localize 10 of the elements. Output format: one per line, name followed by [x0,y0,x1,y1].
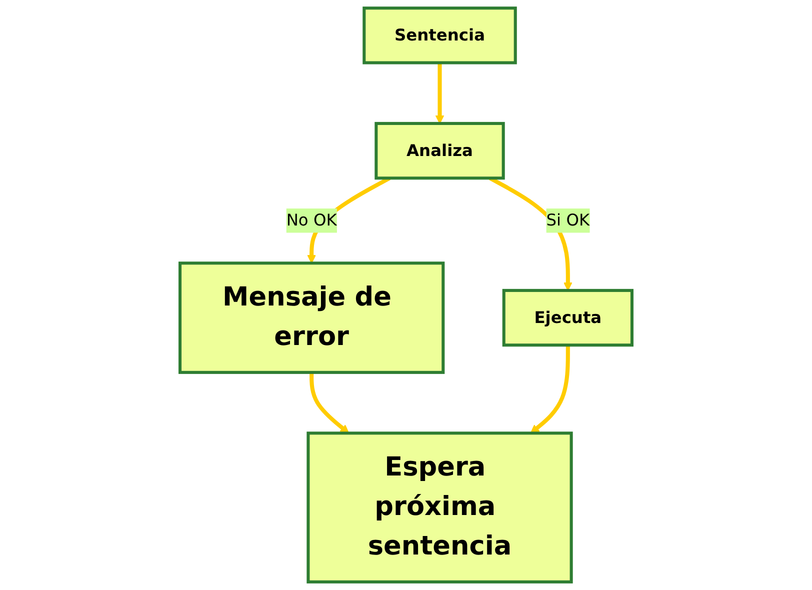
node-box: Ejecuta [502,288,634,347]
arrow [530,345,570,434]
arrow [435,62,444,124]
node-box: Espera próxima sentencia [306,432,573,584]
edge-label: Si OK [546,210,590,230]
edge-label: No OK [286,210,337,230]
arrow [310,372,350,434]
node-box: Mensaje de error [178,262,445,374]
node-box: Analiza [374,122,505,180]
node-box: Sentencia [362,6,517,64]
